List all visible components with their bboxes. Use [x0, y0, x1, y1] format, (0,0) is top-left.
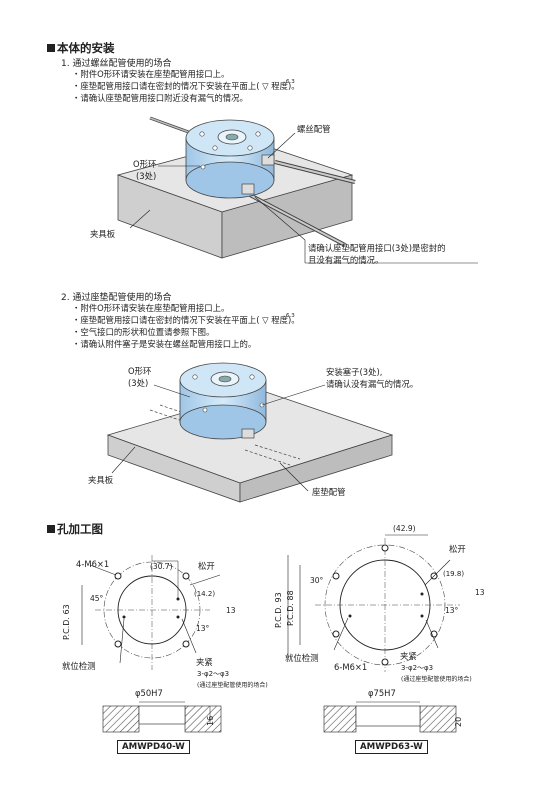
left-dim-13a: 13: [226, 606, 236, 615]
label-screw-pipe: 螺丝配管: [297, 124, 331, 134]
section-view-left: [102, 701, 222, 733]
label-plug: 安装塞子(3处),: [326, 367, 383, 377]
label-oring: O形环: [128, 366, 152, 376]
right-depth: 20: [454, 716, 463, 727]
right-holes: 3-φ2～φ3: [401, 664, 434, 672]
right-seat-detect: 就位检测: [285, 653, 319, 663]
bullet: ・请确认附件塞子是安装在螺丝配管用接口上的。: [72, 339, 257, 349]
bullet: ・座垫配管用接口请在密封的情况下安装在平面上( ▽ 程度)。: [72, 81, 300, 91]
right-clamp: 夹紧: [400, 651, 417, 661]
illustration-screw-pipe: [116, 116, 478, 264]
right-pcd88: P.C.D. 88: [286, 590, 295, 626]
label-seat-pipe: 座垫配管: [312, 487, 346, 497]
left-angle: 45°: [90, 594, 104, 603]
right-bore: φ75H7: [368, 688, 396, 698]
left-release: 松开: [198, 561, 215, 571]
label-fixture-plate: 夹具板: [90, 229, 116, 239]
hole-drawing-left: [81, 555, 221, 670]
subheading-seat-pipe: 2. 通过座垫配管使用的场合: [61, 293, 172, 303]
bullet: ・座垫配管用接口请在密封的情况下安装在平面上( ▽ 程度)。: [72, 315, 300, 325]
left-screw: 4-M6×1: [76, 559, 110, 569]
surface-finish-mark: 6.3: [286, 79, 295, 85]
right-dim-198: (19.8): [443, 570, 465, 578]
label-fixture-plate: 夹具板: [88, 475, 114, 485]
note-line2: 且没有漏气的情况。: [308, 255, 384, 265]
right-holes-note: (通过座垫配管使用的场合): [401, 676, 472, 683]
section-title-install: 本体的安装: [47, 40, 115, 56]
label-oring-qty: (3处): [136, 171, 157, 181]
left-clamp: 夹紧: [196, 657, 213, 667]
bullet: ・附件O形环请安装在座垫配管用接口上。: [72, 303, 230, 313]
note-line1: 请确认座垫配管用接口(3处)是密封的: [308, 243, 446, 253]
model-label-right: AMWPD63-W: [355, 740, 428, 754]
left-dim-142: (14.2): [194, 590, 216, 598]
right-dim-429: (42.9): [393, 524, 416, 533]
right-angle: 30°: [310, 576, 324, 585]
hole-drawing-right: [287, 534, 460, 672]
label-plug-note: 请确认没有漏气的情况。: [326, 379, 419, 389]
bullet: ・空气接口的形状和位置请参照下图。: [72, 327, 215, 337]
left-holes: 3-φ2～φ3: [197, 670, 230, 678]
left-dim-13b: 13°: [196, 624, 210, 633]
right-screw: 6-M6×1: [334, 662, 368, 672]
surface-finish-mark: 6.3: [286, 313, 295, 319]
left-dim-307: (30.7): [150, 562, 173, 571]
right-release: 松开: [449, 544, 466, 554]
bullet: ・附件O形环请安装在座垫配管用接口上。: [72, 69, 230, 79]
right-dim-13b: 13°: [445, 606, 459, 615]
right-pcd93: P.C.D. 93: [274, 592, 283, 628]
left-bore: φ50H7: [135, 688, 163, 698]
label-oring: O形环: [133, 159, 157, 169]
bullet: ・请确认座垫配管用接口附近没有漏气的情况。: [72, 93, 248, 103]
left-pcd: P.C.D. 63: [62, 604, 71, 640]
label-oring-qty: (3处): [128, 378, 149, 388]
subheading-screw-pipe: 1. 通过螺丝配管使用的场合: [61, 59, 172, 69]
left-depth: 16: [206, 715, 215, 726]
left-seat-detect: 就位检测: [62, 661, 96, 671]
illustration-seat-pipe: [106, 362, 394, 503]
section-view-right: [323, 701, 457, 733]
model-label-left: AMWPD40-W: [117, 740, 190, 754]
left-holes-note: (通过座垫配管使用的场合): [197, 682, 268, 689]
section-title-hole: 孔加工图: [47, 521, 103, 537]
right-dim-13a: 13: [475, 588, 485, 597]
